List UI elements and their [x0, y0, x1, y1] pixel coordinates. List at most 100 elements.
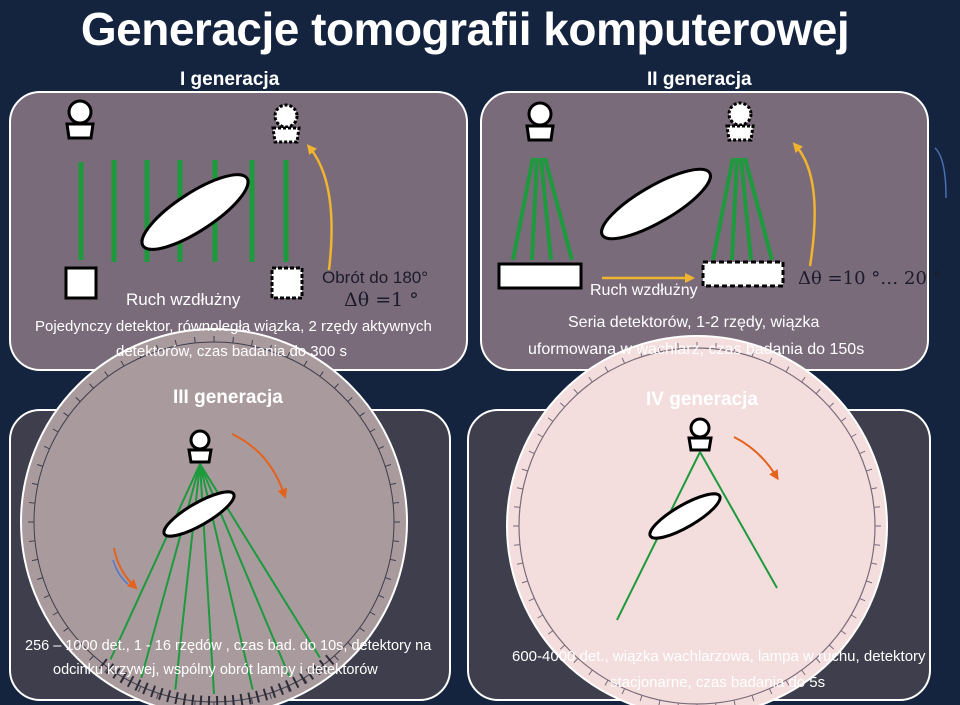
page-title: Generacje tomografii komputerowej: [80, 3, 850, 55]
detector-element: [223, 695, 227, 705]
beam-line: [699, 451, 778, 589]
ring-tick: [658, 345, 661, 352]
ring-tick: [677, 702, 679, 705]
ring-tick: [385, 464, 392, 467]
ring-tick: [828, 644, 835, 650]
ring-tick: [319, 371, 324, 377]
ring-tick: [588, 669, 593, 676]
ring-tick: [639, 350, 643, 357]
ring-tick: [621, 357, 626, 364]
ring-tick: [547, 417, 554, 422]
ring-tick: [873, 506, 881, 508]
xray-tube-icon: [187, 429, 213, 464]
beam-line: [109, 463, 201, 660]
ring-tick: [392, 502, 400, 504]
detector-element: [284, 680, 292, 692]
xray-tube-icon: [687, 417, 713, 452]
ring-tick: [871, 487, 878, 490]
gen1-label: I generacja: [180, 69, 280, 90]
patient-ellipse: [140, 173, 250, 251]
detector-box-dashed: [270, 266, 304, 300]
ring-tick: [385, 577, 392, 580]
detector-bar-dashed: [701, 260, 785, 288]
gen4-label: IV generacja: [646, 389, 758, 410]
detector-box: [64, 266, 98, 300]
ring-tick: [815, 388, 821, 395]
ring-tick: [559, 644, 566, 650]
beam-line: [743, 157, 774, 261]
gen4-description-line1: 600-4000 det., wiązka wachlarzowa, lampa…: [512, 648, 926, 665]
ring-tick: [785, 366, 790, 373]
detector-element: [112, 667, 121, 679]
gen1-description-line1: Pojedynczy detektor, równoległa wiązka, …: [35, 318, 432, 335]
ring-tick: [573, 388, 579, 395]
ring-tick: [715, 342, 717, 350]
ring-tick: [871, 562, 878, 565]
ring-tick: [389, 482, 397, 486]
ring-tick: [588, 376, 593, 383]
detector-element: [318, 659, 328, 671]
ring-tick: [303, 360, 308, 367]
ring-tick: [559, 402, 566, 408]
ring-tick: [639, 695, 643, 702]
ring-tick: [28, 540, 36, 542]
ring-tick: [359, 627, 365, 632]
ring-tick: [194, 336, 196, 344]
ring-tick: [347, 642, 353, 647]
beam-line: [739, 157, 753, 261]
ring-tick: [31, 482, 39, 486]
detector-element: [98, 658, 108, 670]
ring-tick: [573, 657, 579, 664]
rotation-arrow: [231, 433, 288, 499]
ring-tick: [392, 540, 400, 542]
ring-tick: [137, 686, 142, 693]
ring-tick: [859, 450, 866, 455]
ring-tick: [528, 597, 535, 602]
beam-line: [539, 157, 553, 261]
ring-tick: [521, 468, 528, 472]
ring-tick: [63, 627, 69, 632]
gen1-graphic: [64, 99, 333, 300]
detector-element: [126, 675, 135, 688]
ring-tick: [516, 562, 523, 565]
beam-line: [140, 463, 201, 679]
ring-tick: [232, 336, 234, 344]
ring-tick: [715, 702, 717, 705]
detector-element: [262, 688, 269, 701]
ring-tick: [537, 614, 544, 619]
detector-element: [174, 691, 179, 705]
ring-tick: [378, 445, 385, 450]
ring-tick: [389, 558, 397, 562]
beam-line: [730, 157, 739, 261]
ring-tick: [36, 577, 43, 580]
blue-arc: [112, 559, 129, 585]
ring-tick: [89, 655, 94, 661]
detector-element: [292, 676, 300, 689]
detector-element: [239, 693, 244, 705]
ring-tick: [733, 700, 736, 705]
patient-ellipse: [648, 492, 722, 540]
gen1-delta-label: Δθ =1 °: [344, 289, 419, 311]
ring-tick: [537, 433, 544, 438]
ring-tick: [840, 630, 847, 635]
detector-element: [247, 692, 252, 705]
ring-tick: [156, 344, 159, 351]
gen2-translation-label: Ruch wzdłużny: [590, 282, 698, 299]
detector-element: [312, 664, 321, 676]
rotation-arrow: [306, 144, 333, 271]
xray-tube-icon: [65, 99, 95, 140]
gen1-description-line2: detektorów, czas badania do 300 s: [116, 343, 347, 360]
ring-tick: [250, 339, 254, 347]
ring-tick: [828, 402, 835, 408]
detector-element: [325, 654, 335, 666]
ring-tick: [75, 642, 81, 647]
gantry-ticks: [513, 342, 881, 705]
ring-tick: [52, 611, 59, 616]
patient-ellipse: [600, 167, 712, 241]
ring-tick: [89, 383, 94, 389]
ring-tick: [850, 614, 857, 619]
detector-element: [270, 685, 277, 698]
ring-tick: [303, 677, 308, 684]
ring-tick: [36, 464, 43, 467]
